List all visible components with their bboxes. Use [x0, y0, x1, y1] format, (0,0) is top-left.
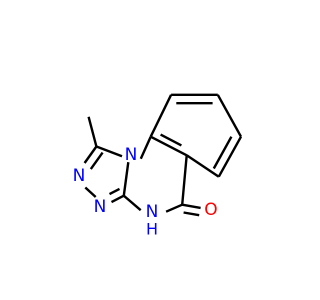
bond-c5-c5a	[181, 155, 188, 205]
atom-n-triazole-1: N	[73, 166, 86, 186]
bond-n-triazole-1-n-triazole-2	[84, 186, 97, 198]
chemical-structure-diagram: N N N N H O	[73, 93, 243, 239]
bond-n-bridge-c9a	[139, 136, 152, 160]
bond-c3a-n-amide	[123, 194, 142, 212]
bond-c5-o	[181, 203, 201, 210]
atom-n-amide: N	[146, 202, 159, 222]
bond-c8-c7	[216, 94, 243, 138]
bond-c7-c6	[217, 136, 243, 178]
bond-c1-n-triazole-1-double	[89, 151, 104, 170]
bond-n-triazole-2-c3a-double	[108, 187, 121, 196]
bond-c6-c5a	[186, 154, 220, 178]
atom-h-amide: H	[146, 220, 158, 239]
bond-layer	[83, 93, 243, 217]
atom-n-bridge: N	[125, 145, 138, 165]
bond-c1-n-bridge	[95, 145, 123, 158]
bond-methyl	[87, 116, 98, 147]
atom-o-carbonyl: O	[204, 200, 217, 220]
bond-c3a-n-bridge	[122, 162, 130, 196]
atom-label-layer: N N N N H O	[73, 145, 218, 239]
bond-n-triazole-2-c3a	[110, 194, 125, 204]
bond-c5-o-double	[183, 211, 200, 217]
atom-n-triazole-2: N	[94, 197, 107, 217]
bond-c1-n-triazole-1	[83, 145, 98, 164]
bond-n-amide-c5	[165, 203, 183, 213]
bond-c7-c6-inner	[212, 136, 233, 170]
bond-c9a-c9	[149, 94, 173, 138]
bond-c5a-c9a-inner	[160, 133, 182, 147]
bond-c5a-c9a	[150, 135, 188, 157]
